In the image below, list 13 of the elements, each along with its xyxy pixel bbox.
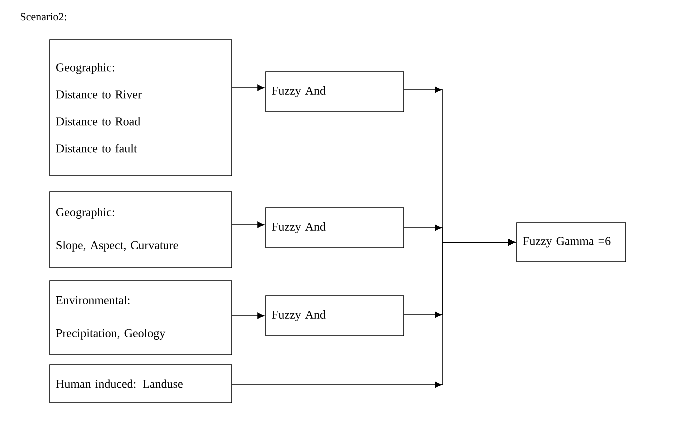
arrow bbox=[232, 222, 265, 228]
title: Scenario2: bbox=[20, 13, 66, 21]
arrow bbox=[232, 312, 265, 320]
arrow bbox=[232, 239, 516, 388]
input-box: Environmental: Precipitation, Geology bbox=[50, 280, 232, 356]
operator-box: Fuzzy Gamma =6 bbox=[516, 222, 626, 262]
operator-box: Fuzzy And bbox=[266, 296, 404, 336]
input-box: Human induced: Landuse bbox=[50, 364, 232, 404]
arrow bbox=[232, 84, 265, 92]
input-box: Geographic: Slope, Aspect, Curvature bbox=[50, 192, 232, 268]
operator-box: Fuzzy And bbox=[266, 208, 404, 248]
operator-box: Fuzzy And bbox=[266, 72, 404, 112]
input-box: Geographic: Distance to River Distance to Road Distance to fault bbox=[50, 40, 232, 176]
